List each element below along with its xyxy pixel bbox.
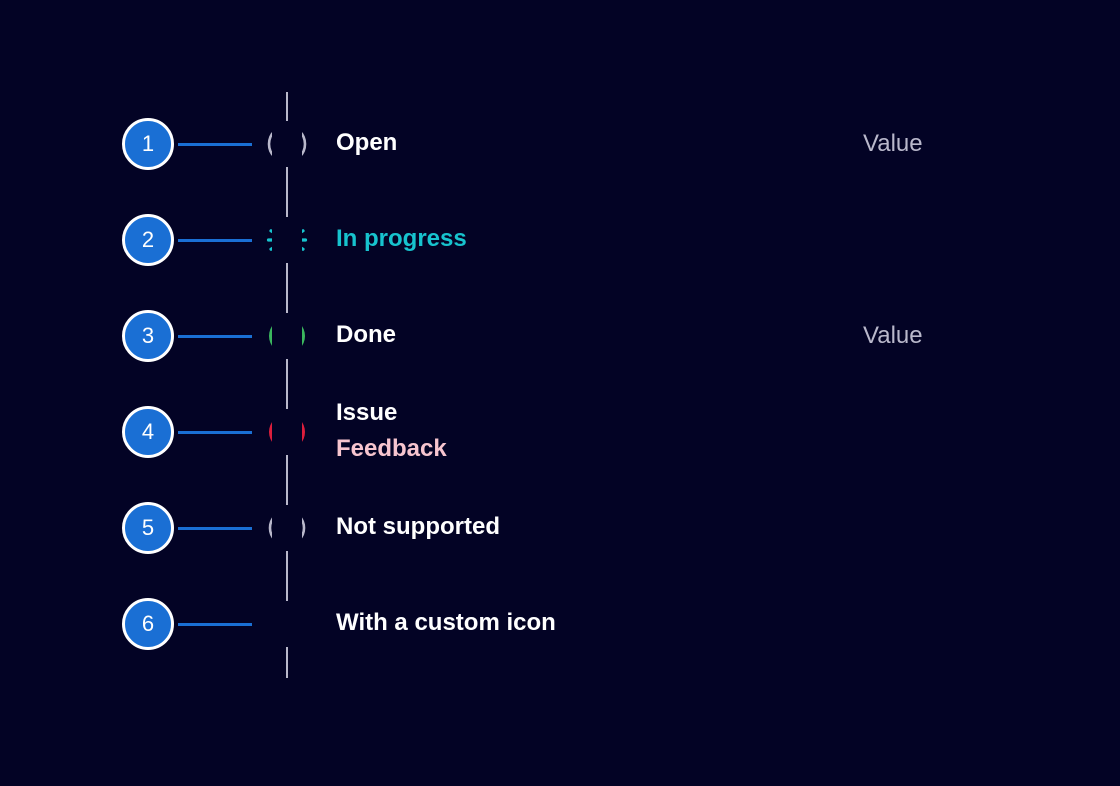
status-label-group: With a custom icon: [336, 605, 556, 641]
status-label: With a custom icon: [336, 609, 556, 636]
callout-badge-1[interactable]: 1: [122, 118, 174, 170]
status-label-group: In progress: [336, 221, 467, 257]
status-label-group: Done: [336, 317, 396, 353]
callout-leader-line: [178, 143, 252, 146]
status-label: Done: [336, 321, 396, 348]
callout-badge-4[interactable]: 4: [122, 406, 174, 458]
status-label-group: Not supported: [336, 509, 500, 545]
spine-gap: [272, 409, 302, 455]
spine-gap: [272, 505, 302, 551]
callout-leader-line: [178, 335, 252, 338]
callout-leader-line: [178, 527, 252, 530]
spine-gap: [272, 313, 302, 359]
spine-gap: [272, 217, 302, 263]
callout-badge-2[interactable]: 2: [122, 214, 174, 266]
row-value: Value: [863, 322, 923, 349]
status-sublabel: Feedback: [336, 435, 447, 462]
status-label: Open: [336, 129, 398, 156]
timeline-spine: [286, 92, 288, 678]
status-label-group: Open: [336, 125, 397, 161]
spine-gap: [272, 601, 302, 647]
callout-badge-3[interactable]: 3: [122, 310, 174, 362]
spine-gap: [272, 121, 302, 167]
callout-leader-line: [178, 623, 252, 626]
row-value: Value: [863, 130, 923, 157]
callout-leader-line: [178, 239, 252, 242]
status-label: Not supported: [336, 513, 500, 540]
callout-badge-5[interactable]: 5: [122, 502, 174, 554]
callout-leader-line: [178, 431, 252, 434]
status-label: In progress: [336, 225, 467, 252]
status-label: Issue: [336, 399, 398, 426]
callout-badge-6[interactable]: 6: [122, 598, 174, 650]
